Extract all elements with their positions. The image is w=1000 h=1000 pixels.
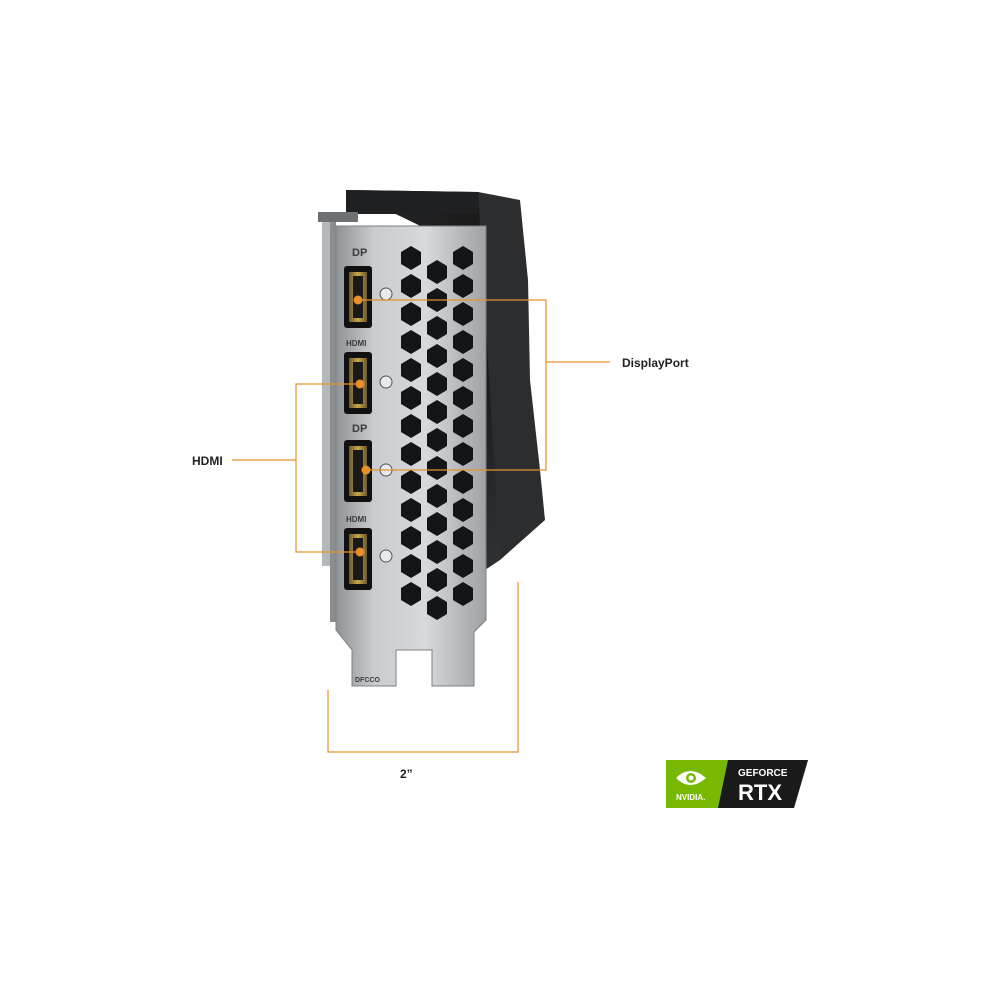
bracket-vent-hole xyxy=(453,498,473,522)
bracket-vent-hole xyxy=(401,274,421,298)
hdmi-callout-line xyxy=(295,383,360,553)
bracket-vent-hole xyxy=(401,414,421,438)
nvidia-rtx-badge: NVIDIA. GEFORCE RTX xyxy=(666,760,808,808)
screw-icon xyxy=(379,375,393,389)
screw-icon xyxy=(379,549,393,563)
bracket-vent-hole xyxy=(453,470,473,494)
bracket-vent-hole xyxy=(453,582,473,606)
bracket-vent-hole xyxy=(401,358,421,382)
bracket-vent-hole xyxy=(401,554,421,578)
side-plate xyxy=(318,212,358,622)
hdmi-label: HDMI xyxy=(192,454,223,468)
width-dimension-label: 2” xyxy=(400,767,413,781)
bracket-vent-hole xyxy=(427,540,447,564)
bracket-vent-hole xyxy=(427,344,447,368)
bracket-vent-hole xyxy=(453,414,473,438)
badge-brand: NVIDIA. xyxy=(676,793,705,802)
width-dimension-line xyxy=(327,582,519,753)
callout-dots xyxy=(353,295,371,557)
bracket-vent-hole xyxy=(427,456,447,480)
bracket-vent-hole xyxy=(427,596,447,620)
badge-line1: GEFORCE xyxy=(738,768,788,779)
bracket-vent-hole xyxy=(453,330,473,354)
bracket-vent-hole xyxy=(453,302,473,326)
hdmi-port-2 xyxy=(344,528,372,590)
bracket-vent-hole xyxy=(401,442,421,466)
bracket-vent-hole xyxy=(453,274,473,298)
badge-line2: RTX xyxy=(738,780,782,805)
io-bracket xyxy=(335,225,487,687)
displayport-label: DisplayPort xyxy=(622,356,689,370)
bracket-vent-hole xyxy=(427,316,447,340)
screw-icon xyxy=(379,287,393,301)
bracket-vent-hole xyxy=(401,246,421,270)
marking-dp-bottom: DP xyxy=(352,423,367,435)
bracket-vent-hole xyxy=(401,582,421,606)
marking-hdmi-bottom: HDMI xyxy=(346,515,366,524)
bracket-vent-hole xyxy=(427,372,447,396)
bracket-vent-hole xyxy=(401,470,421,494)
marking-dp-top: DP xyxy=(352,247,367,259)
bracket-vent-hole xyxy=(427,568,447,592)
marking-tab-code: DFCCO xyxy=(355,677,380,684)
bracket-vent-hole xyxy=(453,442,473,466)
callout-lines xyxy=(232,299,610,753)
bracket-vent-hole xyxy=(401,498,421,522)
card-shroud xyxy=(346,190,545,580)
bracket-vent-hole xyxy=(453,386,473,410)
bracket-vent-hole xyxy=(401,526,421,550)
bracket-vent-hole xyxy=(453,246,473,270)
marking-hdmi-top: HDMI xyxy=(346,339,366,348)
bracket-vent-hole xyxy=(401,330,421,354)
bracket-vent-hole xyxy=(427,260,447,284)
bracket-vent-hole xyxy=(453,554,473,578)
bracket-vent-hole xyxy=(453,358,473,382)
displayport-port-2 xyxy=(344,440,372,502)
bracket-vent-hole xyxy=(427,512,447,536)
bracket-vent-hole xyxy=(401,386,421,410)
bracket-vent-hole xyxy=(427,484,447,508)
bracket-vent-hole xyxy=(401,302,421,326)
displayport-callout-line xyxy=(358,299,547,471)
bracket-markings: DP HDMI DP HDMI DFCCO xyxy=(346,247,380,684)
bracket-vent-hole xyxy=(453,526,473,550)
bracket-vent-hole xyxy=(427,400,447,424)
nvidia-eye-icon xyxy=(676,771,706,785)
bracket-vent-hole xyxy=(427,428,447,452)
